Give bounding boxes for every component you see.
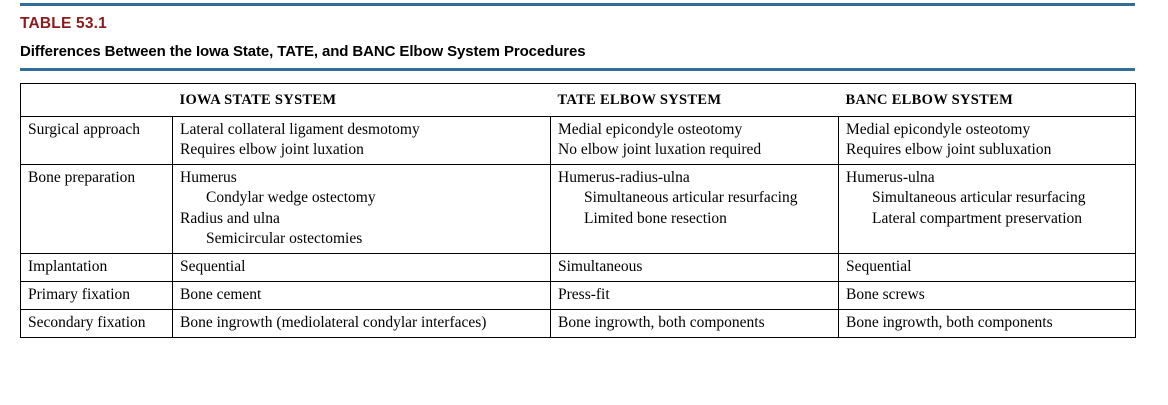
cell-line: Simultaneous articular resurfacing: [872, 189, 1086, 207]
cell-line: Condylar wedge ostectomy: [206, 189, 376, 207]
cell-banc: Bone screws: [838, 280, 1136, 311]
cell-line: Requires elbow joint luxation: [180, 141, 364, 159]
column-header-blank: [20, 83, 173, 117]
row-label: Surgical approach: [20, 115, 173, 166]
top-rule: [20, 3, 1135, 6]
cell-line: Medial epicondyle osteotomy: [846, 121, 1031, 138]
table-head: IOWA STATE SYSTEM TATE ELBOW SYSTEM BANC…: [20, 83, 1136, 117]
cell-line: Press-fit: [558, 285, 610, 303]
row-label: Secondary fixation: [20, 309, 173, 339]
table-row: Secondary fixation Bone ingrowth (mediola…: [20, 309, 1136, 339]
cell-line: Sequential: [846, 257, 912, 275]
table-header-row: IOWA STATE SYSTEM TATE ELBOW SYSTEM BANC…: [20, 83, 1136, 117]
cell-line: Limited bone resection: [584, 209, 727, 227]
table-row: Primary fixation Bone cement Press-fit Bone…: [20, 280, 1136, 311]
cell-line: Simultaneous articular resurfacing: [584, 189, 798, 207]
table-number: TABLE 53.1: [20, 15, 107, 32]
table-container: IOWA STATE SYSTEM TATE ELBOW SYSTEM BANC…: [20, 83, 1136, 339]
row-label: Bone preparation: [20, 164, 173, 254]
cell-banc: Sequential: [838, 252, 1136, 282]
cell-tate: Medial epicondyle osteotomy No elbow join…: [550, 115, 839, 166]
cell-line: Bone ingrowth, both components: [558, 314, 765, 332]
column-header-tate: TATE ELBOW SYSTEM: [550, 83, 839, 117]
cell-line: Humerus-ulna: [846, 169, 935, 187]
table-caption: Differences Between the Iowa State, TATE…: [20, 43, 586, 60]
cell-line: Lateral compartment preservation: [872, 209, 1083, 227]
column-header-iowa: IOWA STATE SYSTEM: [172, 83, 551, 117]
cell-line: Simultaneous: [558, 257, 643, 275]
row-label: Primary fixation: [20, 280, 173, 311]
cell-tate: Press-fit: [550, 280, 839, 311]
row-label: Implantation: [20, 252, 173, 282]
cell-line: Bone cement: [180, 285, 262, 303]
cell-line: Sequential: [180, 257, 246, 275]
cell-line: Bone ingrowth, both components: [846, 314, 1053, 332]
cell-iowa: Bone ingrowth (mediolateral condylar int…: [172, 309, 551, 339]
cell-iowa: Sequential: [172, 252, 551, 282]
column-header-banc: BANC ELBOW SYSTEM: [838, 83, 1136, 117]
cell-banc: Bone ingrowth, both components: [838, 309, 1136, 339]
table-row: Implantation Sequential Simultaneous Sequen…: [20, 252, 1136, 282]
cell-line: Bone ingrowth (mediolateral condylar int…: [180, 314, 487, 332]
bottom-rule: [20, 68, 1135, 71]
cell-line: Humerus-radius-ulna: [558, 169, 690, 187]
cell-line: Medial epicondyle osteotomy: [558, 121, 743, 138]
cell-line: No elbow joint luxation required: [558, 141, 762, 159]
cell-line: Radius and ulna: [180, 209, 280, 227]
comparison-table: IOWA STATE SYSTEM TATE ELBOW SYSTEM BANC…: [20, 83, 1136, 339]
cell-iowa: Bone cement: [172, 280, 551, 311]
table-title-block: TABLE 53.1 Differences Between the Iowa …: [0, 3, 1168, 71]
cell-tate: Simultaneous: [550, 252, 839, 282]
table-page: TABLE 53.1 Differences Between the Iowa …: [0, 3, 1168, 405]
cell-line: Requires elbow joint subluxation: [846, 141, 1052, 159]
cell-line: Semicircular ostectomies: [206, 229, 363, 247]
cell-tate: Bone ingrowth, both components: [550, 309, 839, 339]
cell-line: Bone screws: [846, 285, 925, 303]
cell-line: Lateral collateral ligament desmotomy: [180, 121, 420, 138]
cell-line: Humerus: [180, 169, 237, 187]
